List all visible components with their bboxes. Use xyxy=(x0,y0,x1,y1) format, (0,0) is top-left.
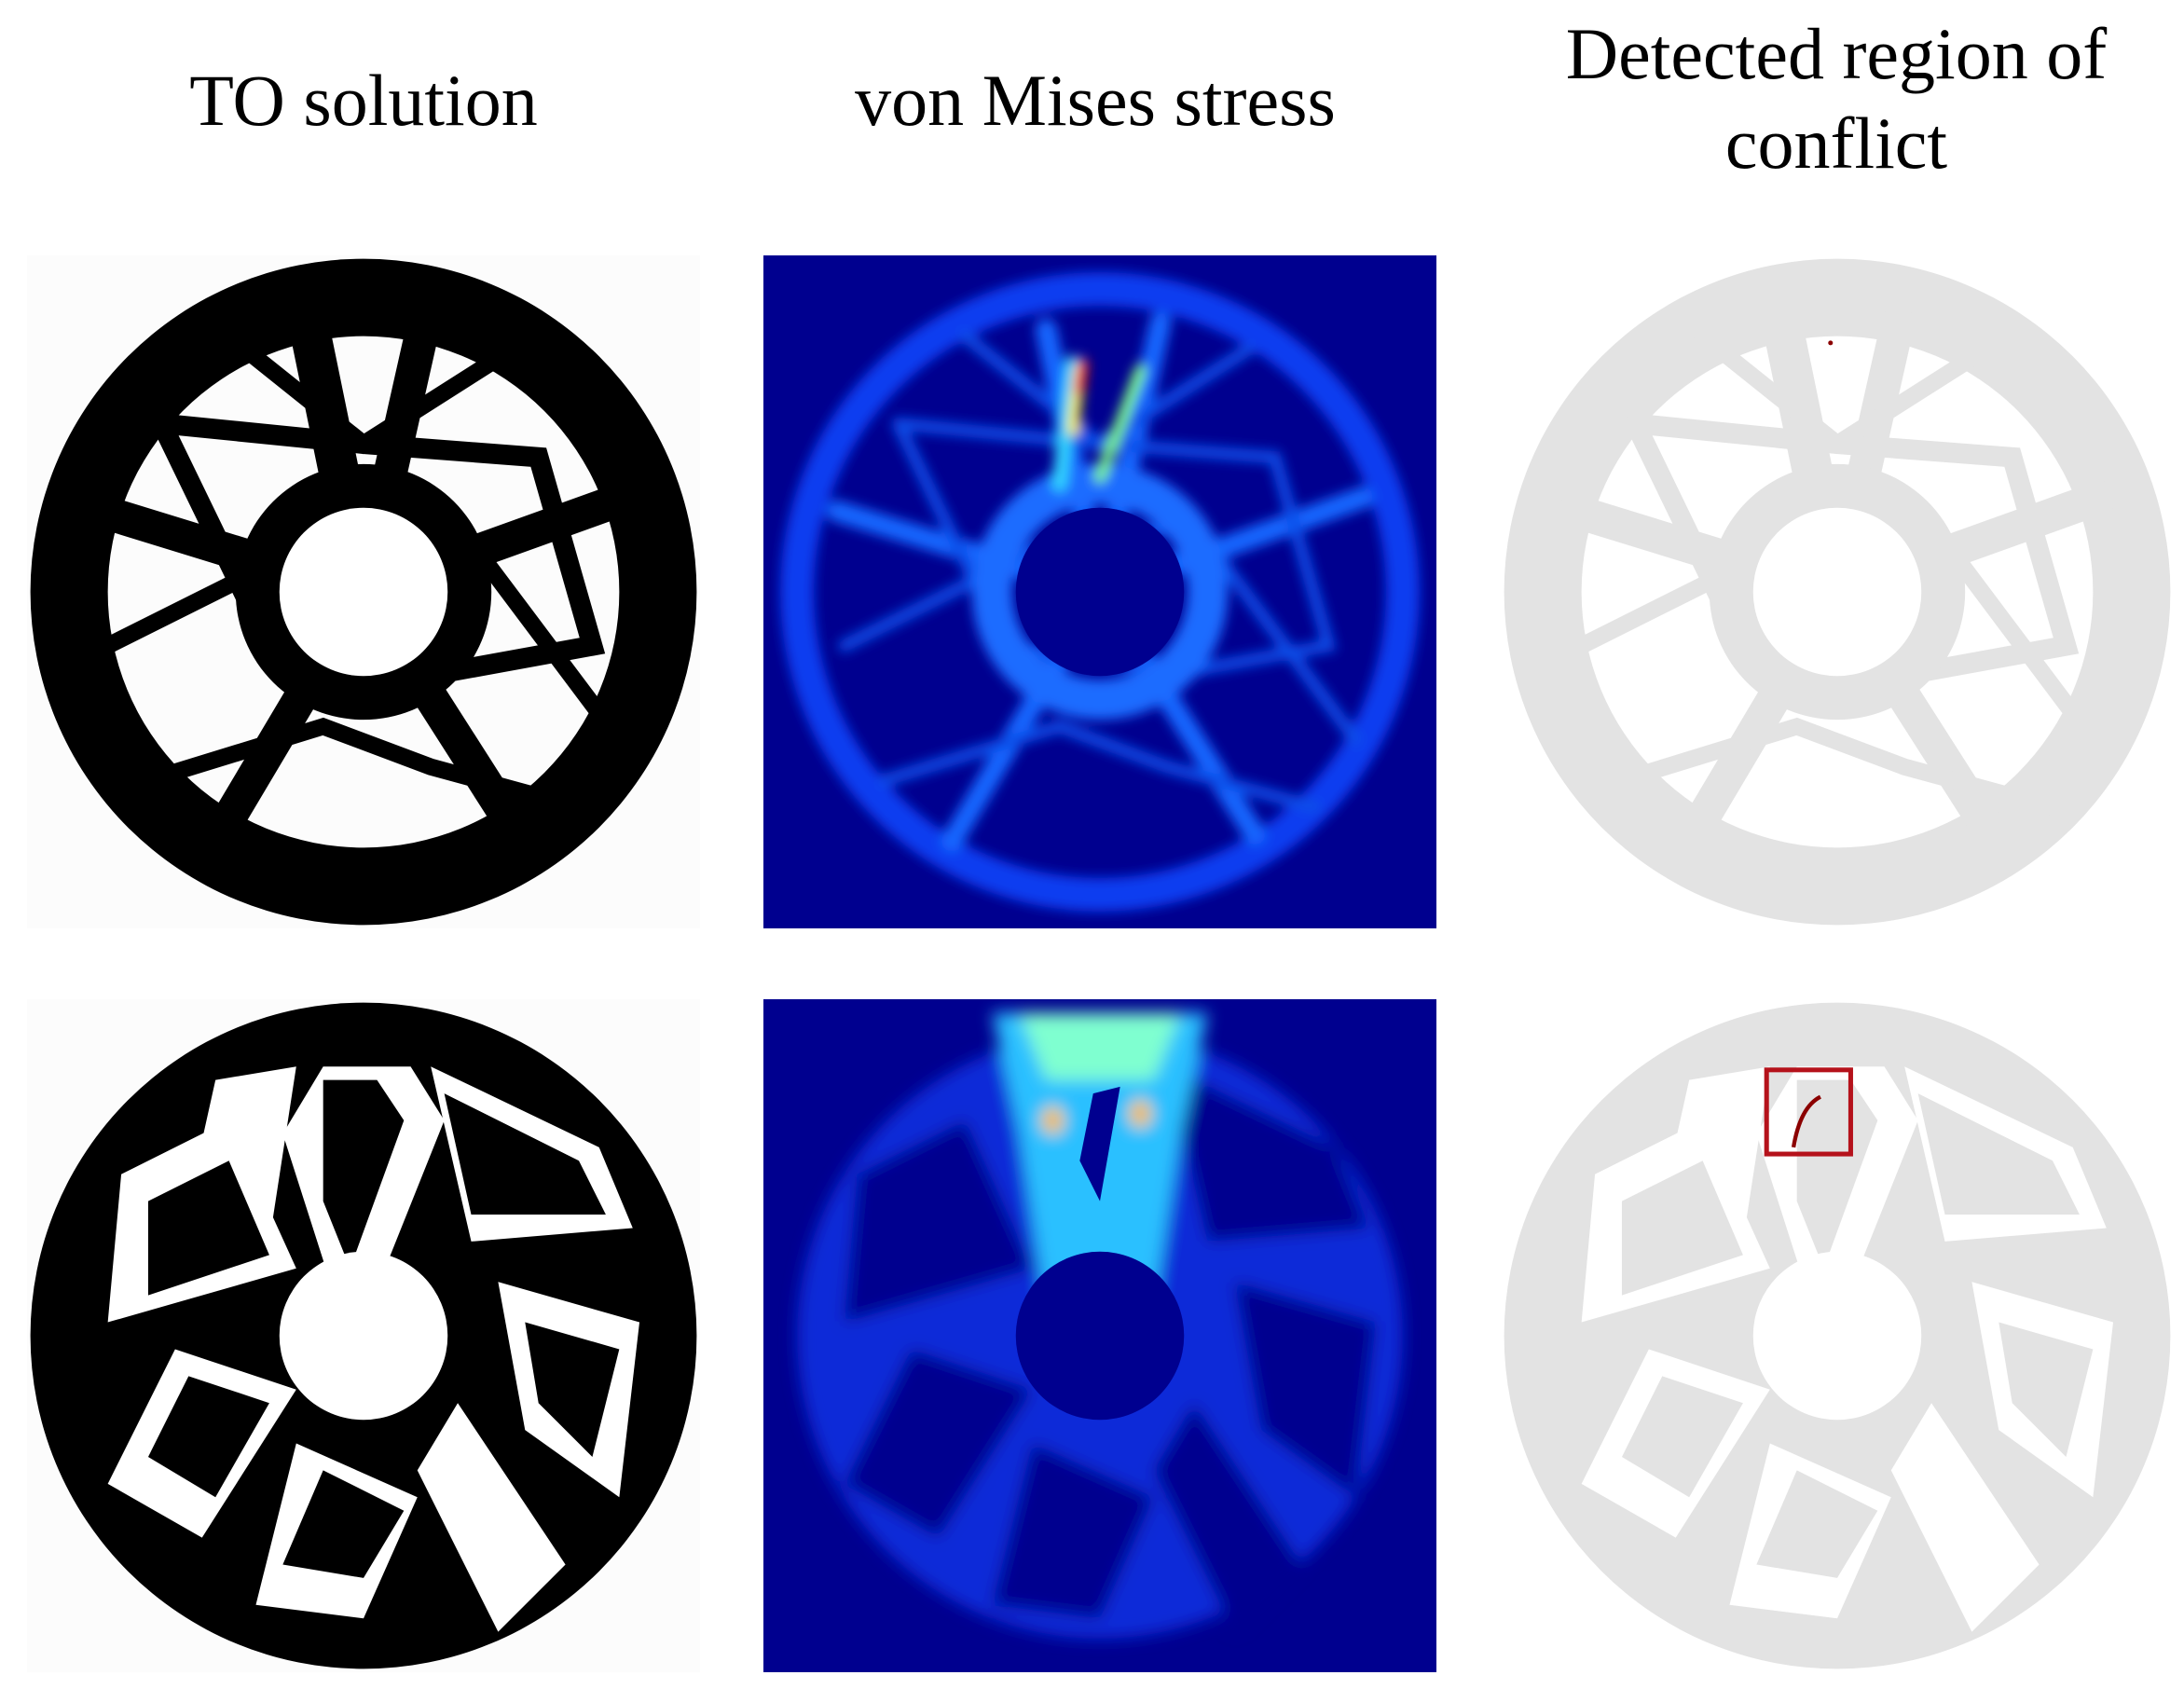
panel-detected-conflict-row1 xyxy=(1501,255,2174,928)
stress-map-row2 xyxy=(763,999,1436,1672)
header-to-solution: TO solution xyxy=(189,60,538,141)
conflict-highlight-box xyxy=(1764,1067,1853,1157)
conflict-dot xyxy=(1828,340,1834,346)
panel-von-mises-row2 xyxy=(763,999,1436,1672)
header-detected-line-2: conflict xyxy=(1724,103,1948,184)
panel-to-solution-row1 xyxy=(27,255,700,928)
panel-von-mises-row1 xyxy=(763,255,1436,928)
wheel-detected-row2 xyxy=(1501,999,2174,1672)
wheel-to-row2 xyxy=(27,999,700,1672)
header-detected-region: Detected region of conflict xyxy=(1501,9,2172,188)
wheel-detected-row1 xyxy=(1501,255,2174,928)
panel-detected-conflict-row2 xyxy=(1501,999,2174,1672)
wheel-to-row1 xyxy=(27,255,700,928)
header-von-mises-stress: von Mises stress xyxy=(855,60,1336,141)
header-detected-line-1: Detected region of xyxy=(1565,13,2108,94)
panel-to-solution-row2 xyxy=(27,999,700,1672)
conflict-curve xyxy=(1791,1094,1822,1148)
stress-map-row1 xyxy=(763,255,1436,928)
